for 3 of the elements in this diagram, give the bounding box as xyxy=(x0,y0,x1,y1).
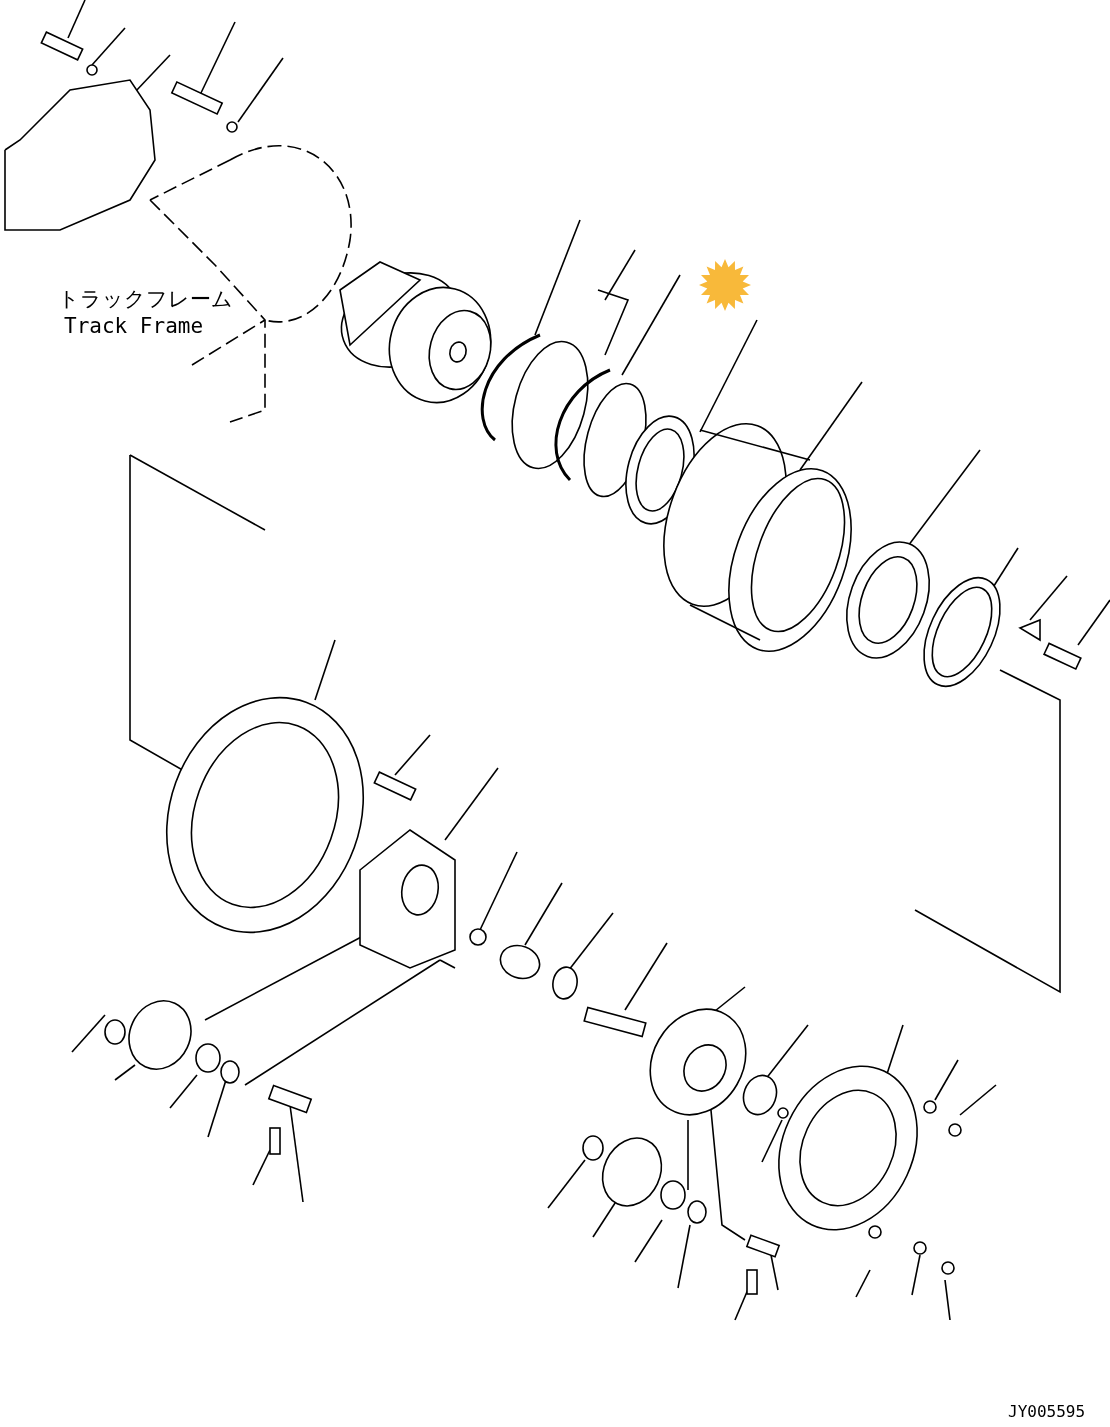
frame-label: Track Frame xyxy=(64,315,204,339)
frame-label: トラックフレーム xyxy=(58,288,233,312)
drawing-number: JY005595 xyxy=(1008,1403,1086,1421)
